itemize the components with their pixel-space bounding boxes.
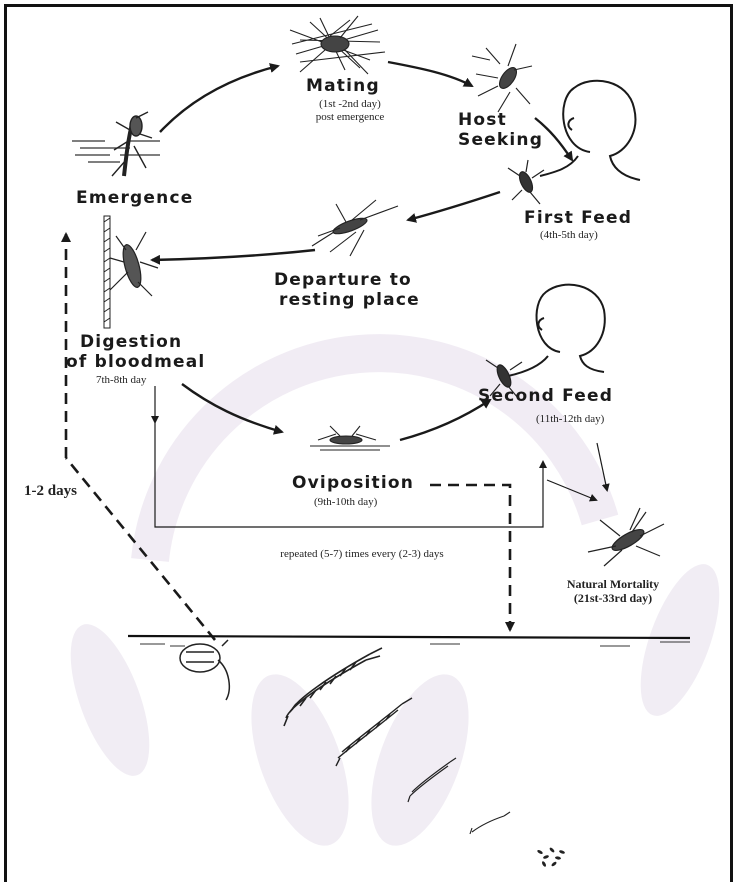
label-host-seeking-line1: Host — [458, 110, 507, 130]
label-digestion-line1: Digestion — [80, 332, 182, 352]
mosquito-departure — [312, 200, 398, 256]
mosquito-digestion — [110, 232, 158, 296]
arrow-loop-to-mortality — [547, 480, 596, 500]
label-first-feed-days: (4th-5th day) — [540, 229, 598, 242]
dashed-diagonal-to-adult — [66, 458, 215, 640]
mosquito-oviposition — [310, 426, 390, 450]
mosquito-first-feed — [508, 160, 544, 204]
label-aquatic-duration: 1-2 days — [24, 483, 77, 500]
label-host-seeking-line2: Seeking — [458, 130, 543, 150]
human-head-second — [508, 285, 605, 376]
mosquito-host-seeking — [472, 44, 532, 112]
label-first-feed: First Feed — [524, 208, 632, 228]
arrow-mating-to-host-seeking — [388, 62, 472, 86]
larva-medium — [336, 698, 412, 766]
arrow-digestion-to-oviposition — [182, 384, 282, 432]
larva-large — [284, 648, 382, 726]
arrow-first-feed-to-departure — [408, 192, 500, 220]
label-natural-mortality: Natural Mortality — [548, 577, 678, 591]
label-digestion-days: 7th-8th day — [96, 374, 146, 387]
pupa — [180, 640, 229, 700]
larva-tiny — [470, 812, 510, 834]
arrow-departure-to-digestion — [152, 250, 315, 260]
arrow-emergence-to-mating — [160, 66, 278, 132]
eggs — [537, 847, 566, 868]
resting-wall — [104, 216, 110, 328]
label-second-feed: Second Feed — [478, 386, 613, 406]
mosquito-emergence — [112, 112, 152, 176]
label-departure-line1: Departure to — [274, 270, 412, 290]
label-mating: Mating — [306, 76, 380, 96]
emergence-water-ripples — [72, 141, 160, 162]
mosquito-mating-swarm — [290, 16, 385, 74]
label-second-feed-days: (11th-12th day) — [536, 413, 604, 426]
label-repeat-loop: repeated (5-7) times every (2-3) days — [244, 548, 480, 561]
arrow-second-feed-to-mortality — [597, 443, 607, 490]
arrow-oviposition-to-second-feed — [400, 400, 490, 440]
human-head-first — [540, 81, 640, 180]
label-oviposition: Oviposition — [292, 473, 414, 493]
label-natural-mortality-days: (21st-33rd day) — [548, 591, 678, 605]
label-departure-line2: resting place — [279, 290, 420, 310]
mosquito-natural-mortality — [588, 508, 664, 566]
label-digestion-line2: of bloodmeal — [66, 352, 205, 372]
label-mating-days: (1st -2nd day) — [298, 98, 402, 111]
label-oviposition-days: (9th-10th day) — [314, 496, 377, 509]
label-emergence: Emergence — [76, 188, 193, 208]
label-mating-post-emergence: post emergence — [298, 111, 402, 124]
larva-small — [408, 758, 456, 802]
